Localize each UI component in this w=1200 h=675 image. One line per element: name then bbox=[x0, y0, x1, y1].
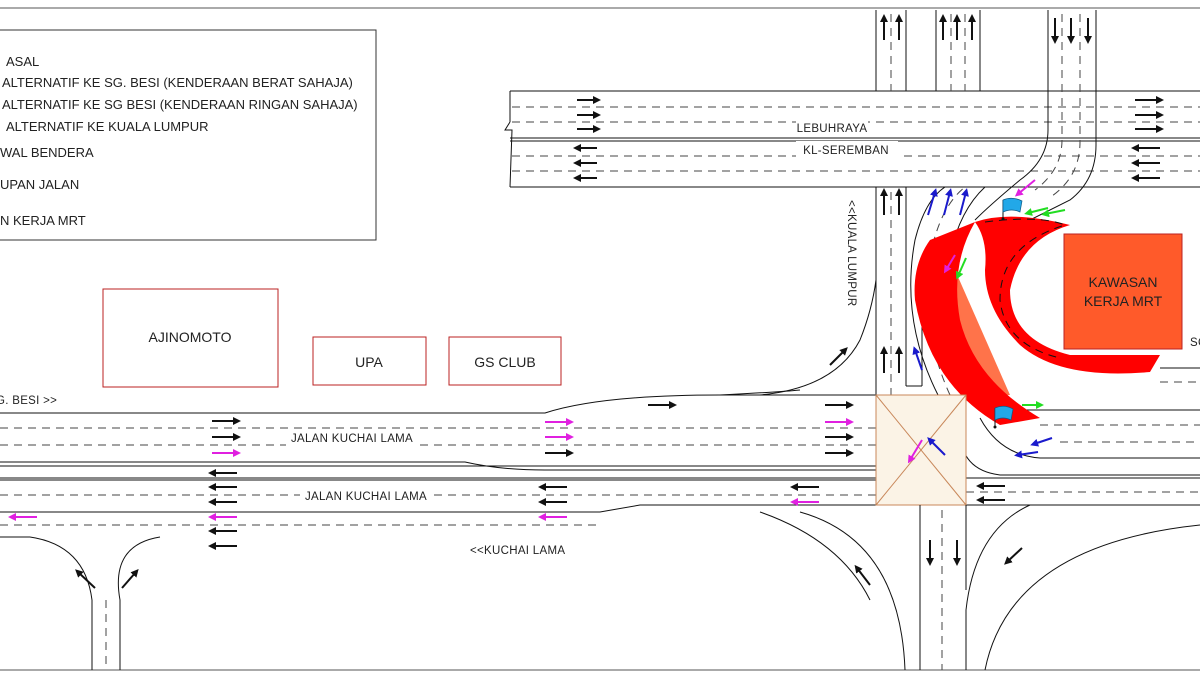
middle-vertical-roads bbox=[719, 187, 923, 396]
legend-item-flag: WAL BENDERA bbox=[0, 145, 94, 160]
arrow-icon bbox=[75, 569, 96, 589]
arrow-icon bbox=[943, 254, 956, 274]
building-upa: UPA bbox=[312, 336, 427, 386]
arrow-icon bbox=[1030, 437, 1053, 447]
arrow-icon bbox=[927, 188, 938, 216]
legend-item-mrt: N KERJA MRT bbox=[0, 213, 86, 228]
road-label-sg-besi: G. BESI >> bbox=[0, 395, 57, 407]
road-label-kuchai-west: JALAN KUCHAI LAMA bbox=[305, 491, 427, 503]
svg-text:GS CLUB: GS CLUB bbox=[474, 354, 535, 370]
arrow-icon bbox=[1004, 547, 1023, 565]
legend: ASAL ALTERNATIF KE SG. BESI (KENDERAAN B… bbox=[0, 29, 377, 241]
legend-item-closure: UPAN JALAN bbox=[0, 177, 79, 192]
junction-box bbox=[875, 394, 967, 506]
arrow-icon bbox=[1014, 450, 1039, 459]
north-roads bbox=[875, 10, 1097, 226]
svg-text:KAWASAN: KAWASAN bbox=[1089, 274, 1158, 290]
arrow-icon bbox=[1014, 179, 1036, 197]
flag-icon bbox=[993, 405, 1014, 429]
svg-text:UPA: UPA bbox=[355, 354, 383, 370]
arrow-icon bbox=[907, 439, 923, 464]
traffic-arrows bbox=[8, 14, 1164, 589]
flag-icon bbox=[1001, 197, 1023, 221]
south-roads bbox=[29, 504, 1200, 671]
arrow-icon bbox=[829, 347, 848, 366]
highway-label-2: KL-SEREMBAN bbox=[803, 145, 889, 157]
legend-item-light: ALTERNATIF KE SG BESI (KENDERAAN RINGAN … bbox=[2, 97, 358, 112]
legend-item-kl: ALTERNATIF KE KUALA LUMPUR bbox=[6, 119, 209, 134]
arrow-icon bbox=[854, 564, 871, 586]
edge-label: SC bbox=[1190, 337, 1200, 349]
svg-text:AJINOMOTO: AJINOMOTO bbox=[149, 329, 232, 345]
building-gs-club: GS CLUB bbox=[448, 336, 562, 386]
arrow-icon bbox=[959, 188, 969, 216]
arrow-icon bbox=[121, 568, 139, 589]
arrow-icon bbox=[927, 437, 946, 456]
arrow-icon bbox=[955, 257, 967, 280]
road-label-kuchai-lama: <<KUCHAI LAMA bbox=[470, 545, 565, 557]
highway-label-1: LEBUHRAYA bbox=[797, 123, 868, 135]
arrow-icon bbox=[1041, 209, 1066, 218]
jalan-kuchai-lama bbox=[0, 394, 1200, 538]
arrow-icon bbox=[943, 188, 953, 216]
legend-item-asal: ASAL bbox=[6, 54, 39, 69]
road-label-kuchai-east: JALAN KUCHAI LAMA bbox=[291, 433, 413, 445]
building-ajinomoto: AJINOMOTO bbox=[102, 288, 279, 388]
arrow-icon bbox=[1024, 207, 1049, 216]
road-label-kuala-lumpur: <<KUALA LUMPUR bbox=[845, 200, 857, 306]
arrow-icon bbox=[912, 346, 923, 371]
legend-item-heavy: ALTERNATIF KE SG. BESI (KENDERAAN BERAT … bbox=[2, 75, 353, 90]
ramp-to-highway bbox=[910, 186, 1200, 476]
svg-text:KERJA MRT: KERJA MRT bbox=[1084, 293, 1163, 309]
building-mrt-area: KAWASAN KERJA MRT bbox=[1063, 233, 1183, 350]
